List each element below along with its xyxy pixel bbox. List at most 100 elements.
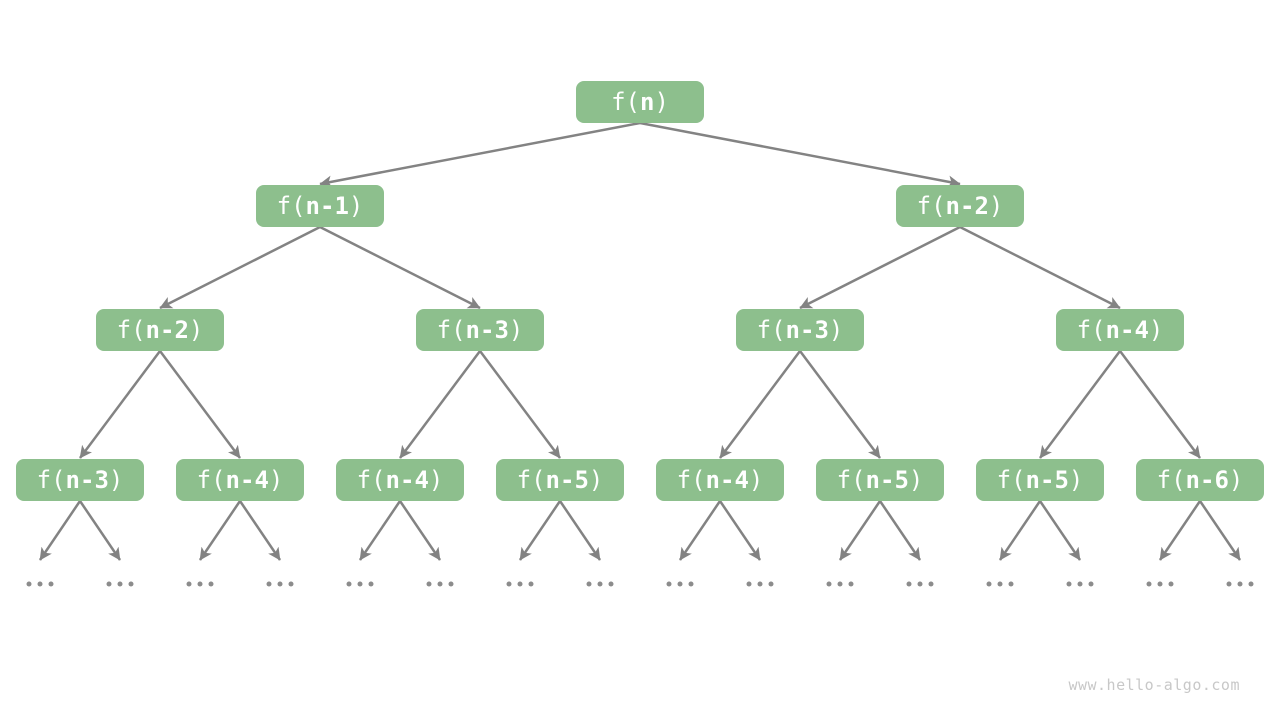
edge-arrow xyxy=(38,500,82,561)
ellipsis-leaf xyxy=(826,581,854,587)
ellipsis-dot xyxy=(517,581,523,587)
ellipsis-leaf xyxy=(506,581,534,587)
ellipsis-dot xyxy=(368,581,374,587)
edge-arrow xyxy=(1038,350,1122,459)
node-label-argument: n-3 xyxy=(465,316,509,344)
edge-arrow xyxy=(78,500,122,561)
node-label-argument: n-1 xyxy=(305,192,349,220)
ellipsis-dot xyxy=(197,581,203,587)
edge-arrow xyxy=(959,225,1121,310)
edge-arrow xyxy=(1038,500,1082,561)
node-label-prefix: f( xyxy=(676,466,706,494)
ellipsis-dot xyxy=(1237,581,1243,587)
ellipsis-dot xyxy=(746,581,752,587)
ellipsis-leaf xyxy=(26,581,54,587)
ellipsis-dot xyxy=(208,581,214,587)
node-label-suffix: ) xyxy=(654,88,669,116)
edge-arrow xyxy=(718,500,762,561)
node-label-suffix: ) xyxy=(428,466,444,494)
ellipsis-dot xyxy=(1077,581,1083,587)
tree-node: f(n-3) xyxy=(736,309,864,351)
ellipsis-dot xyxy=(1226,581,1232,587)
ellipsis-dot xyxy=(986,581,992,587)
node-label-suffix: ) xyxy=(268,466,284,494)
tree-node: f(n-5) xyxy=(816,459,944,501)
node-label-prefix: f( xyxy=(996,466,1026,494)
ellipsis-dot xyxy=(677,581,683,587)
ellipsis-dot xyxy=(848,581,854,587)
ellipsis-dot xyxy=(1066,581,1072,587)
node-label-prefix: f( xyxy=(756,316,786,344)
node-label-argument: n-4 xyxy=(385,466,429,494)
node-label-suffix: ) xyxy=(748,466,764,494)
node-label-suffix: ) xyxy=(1148,316,1164,344)
edge-arrow xyxy=(678,500,722,561)
ellipsis-dot xyxy=(346,581,352,587)
ellipsis-dot xyxy=(666,581,672,587)
ellipsis-dot xyxy=(1248,581,1254,587)
ellipsis-dot xyxy=(1088,581,1094,587)
ellipsis-dot xyxy=(528,581,534,587)
ellipsis-dot xyxy=(837,581,843,587)
ellipsis-dot xyxy=(1168,581,1174,587)
edge-arrow xyxy=(1118,350,1202,459)
edge-arrow xyxy=(319,121,641,188)
node-label-argument: n-3 xyxy=(785,316,829,344)
ellipsis-dot xyxy=(586,581,592,587)
ellipsis-leaf xyxy=(346,581,374,587)
node-label-suffix: ) xyxy=(1068,466,1084,494)
ellipsis-dot xyxy=(128,581,134,587)
tree-node: f(n-3) xyxy=(16,459,144,501)
edge-arrow xyxy=(358,500,402,561)
node-label-suffix: ) xyxy=(908,466,924,494)
ellipsis-dot xyxy=(1008,581,1014,587)
tree-node: f(n-2) xyxy=(896,185,1024,227)
edge-arrow xyxy=(718,350,802,459)
ellipsis-dot xyxy=(906,581,912,587)
node-label-prefix: f( xyxy=(116,316,146,344)
tree-node: f(n-4) xyxy=(656,459,784,501)
ellipsis-dot xyxy=(997,581,1003,587)
node-label-argument: n-5 xyxy=(865,466,909,494)
edge-arrow xyxy=(78,350,162,459)
node-label-prefix: f( xyxy=(1156,466,1186,494)
ellipsis-leaf xyxy=(746,581,774,587)
edge-arrow xyxy=(478,350,562,459)
node-label-prefix: f( xyxy=(1076,316,1106,344)
node-label-suffix: ) xyxy=(188,316,204,344)
edge-arrow xyxy=(238,500,282,561)
ellipsis-leaf xyxy=(266,581,294,587)
node-label-prefix: f( xyxy=(196,466,226,494)
ellipsis-dot xyxy=(186,581,192,587)
ellipsis-dot xyxy=(277,581,283,587)
node-label-argument: n-4 xyxy=(225,466,269,494)
ellipsis-leaf xyxy=(1226,581,1254,587)
edge-arrow xyxy=(158,350,242,459)
ellipsis-dot xyxy=(688,581,694,587)
node-label-argument: n-5 xyxy=(1025,466,1069,494)
edge-arrow xyxy=(1198,500,1242,561)
ellipsis-dot xyxy=(266,581,272,587)
node-label-prefix: f( xyxy=(36,466,66,494)
edge-arrow xyxy=(798,350,882,459)
ellipsis-dot xyxy=(1157,581,1163,587)
node-label-suffix: ) xyxy=(108,466,124,494)
ellipsis-dot xyxy=(357,581,363,587)
ellipsis-dot xyxy=(437,581,443,587)
ellipsis-dot xyxy=(48,581,54,587)
ellipsis-dot xyxy=(928,581,934,587)
edge-arrow xyxy=(799,225,961,310)
ellipsis-leaf xyxy=(1066,581,1094,587)
ellipsis-dot xyxy=(506,581,512,587)
tree-node: f(n-1) xyxy=(256,185,384,227)
edge-arrow xyxy=(998,500,1042,561)
node-label-argument: n-6 xyxy=(1185,466,1229,494)
edge-arrow xyxy=(398,500,442,561)
ellipsis-dot xyxy=(106,581,112,587)
ellipsis-dot xyxy=(768,581,774,587)
ellipsis-dot xyxy=(288,581,294,587)
node-label-argument: n-5 xyxy=(545,466,589,494)
ellipsis-dot xyxy=(37,581,43,587)
watermark: www.hello-algo.com xyxy=(1068,676,1240,694)
